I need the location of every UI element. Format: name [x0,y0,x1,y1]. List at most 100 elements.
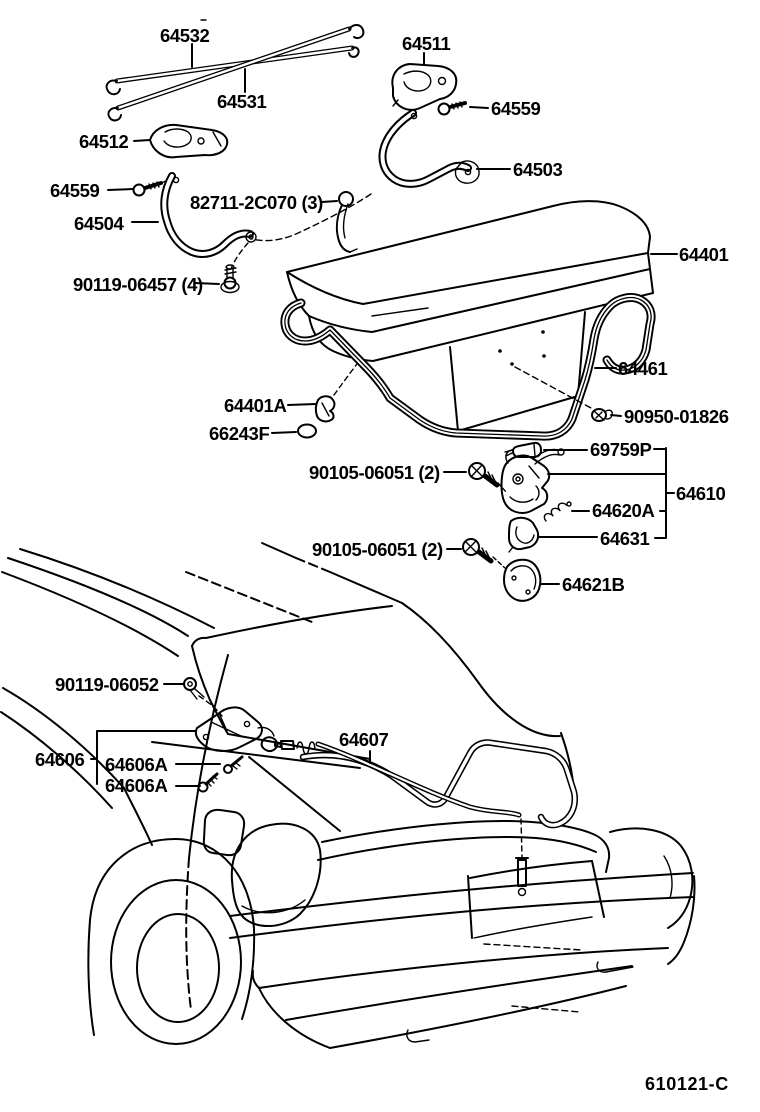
lever-hole [202,733,210,741]
part-label-90119-06457: 90119-06457 (4) [73,274,203,295]
bolt-threads [232,762,241,770]
hinge-right-group [382,63,480,184]
part-label-90105-upper: 90105-06051 (2) [309,462,440,483]
bolt-head [462,538,480,556]
bumper-dashed-lines [483,943,583,1013]
hinge-support-right-detail [392,99,399,107]
bolt-threads [224,267,237,278]
cable-hidden-dashed [520,818,523,858]
opener-group [183,677,316,793]
bolt-90105-lower [462,538,494,564]
cover-hole [511,575,517,581]
deck-edge-lower [317,836,597,861]
bolt-64606A-upper [223,755,244,774]
pillar-top [329,571,403,604]
hinge-left-group [132,123,358,294]
clip-ring [338,191,354,207]
cover-hole [525,589,531,595]
cable-core [316,742,521,817]
cable-fitting [274,740,295,750]
lock-hole-inner [515,476,521,482]
part-label-64621B: 64621B [562,574,624,595]
part-label-90119-06052: 90119-06052 [55,674,159,695]
bolt-64559-left [132,180,167,197]
dash-arm-to-bolt [230,242,249,270]
lever-hole [243,720,251,728]
bolt-washer [220,280,240,294]
part-label-64606A-lower: 64606A [105,775,167,796]
bolt-head [437,102,451,116]
roof-line [1,571,179,657]
panel-hole [541,330,545,334]
arm-top-hole [172,176,180,184]
fuel-door [202,808,246,857]
clip-90119-06052-art [183,677,205,700]
bumper-trim-hook [406,1029,430,1043]
bolt-90105-upper [468,462,500,488]
bracket-64606 [90,730,221,787]
belt-line [2,687,125,789]
striker-body [508,516,540,551]
dash-panel-to-grommet [514,366,592,409]
c-pillar-sweep [401,602,561,738]
plug-66243F-art [297,423,317,439]
bolt-shaft [229,755,244,768]
bumper-right-edge [667,875,696,965]
hinge-hole [197,137,205,145]
striker-detail [508,526,535,553]
bolt-head [223,276,237,290]
clip-prongs [189,688,205,700]
cushion-64401A-art [314,395,336,423]
leader-64512 [133,139,151,142]
bumper-left-corner [258,987,331,1049]
rod-hook [348,24,365,40]
left-quarter-corner [230,822,322,928]
lock-assembly-art [500,448,565,514]
part-label-64531: 64531 [217,91,267,112]
spring-64620A-art [543,501,572,522]
clip-hole [187,681,193,687]
part-label-64503: 64503 [513,159,563,180]
part-labels: 64532 64531 64511 64559 64512 64503 6455… [35,25,729,1094]
spring-end [566,501,572,507]
panel-hole [498,349,502,353]
quarter-edge-dashed [185,857,192,1011]
bolt-threads [451,101,463,110]
lid-left-edge [286,271,310,317]
pillar-crease-dashed [185,571,313,623]
hinge-hole [437,76,447,86]
striker-64631-art [508,516,540,553]
weatherstrip-64461 [285,298,651,437]
leader-90119-06457 [194,282,220,285]
right-quarter-corner [609,827,694,929]
rod-hook [105,79,121,96]
part-label-66243F: 66243F [209,423,269,444]
cable-end-ring [517,887,527,897]
license-panel-edges [449,311,586,432]
bolt-shaft [482,473,500,488]
hinge-support-left-art [149,123,229,159]
bumper-bottom [329,985,627,1049]
lid-accent-line [371,307,429,317]
lock-group [462,441,572,602]
lock-details [505,449,540,503]
cover-inner [510,565,537,590]
leader-64401A [287,403,317,406]
bolt-head [223,764,233,774]
hinge-support-right-detail [403,70,432,92]
lid-band [308,268,651,333]
belt-line [0,711,113,809]
part-label-64532: 64532 [160,25,210,46]
tire [110,879,242,1045]
opener-lever-plate [194,706,263,752]
clip-tail [335,204,351,253]
license-opening-top [469,860,593,879]
lever-hook [257,726,275,737]
part-label-64401: 64401 [679,244,729,265]
wheel-arch [89,838,256,1020]
arm-end-cap [245,231,257,243]
dash-64401A-to-lid [333,363,358,396]
part-label-64461: 64461 [618,358,668,379]
grommet-body [591,408,607,422]
arm-end-cap [454,160,480,184]
